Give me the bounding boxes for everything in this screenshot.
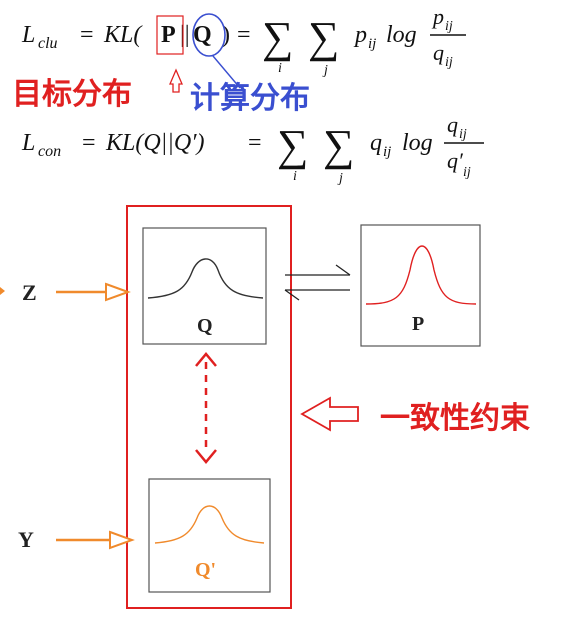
eq1-sum-i-index: i xyxy=(278,61,282,76)
eq1-kl: KL( xyxy=(103,22,143,48)
q-p-exchange-arrows xyxy=(284,264,351,301)
p-distribution-curve xyxy=(365,245,477,305)
eq1-sum-j-index: j xyxy=(322,63,328,78)
eq2-term-var: q xyxy=(370,130,382,156)
eq2-frac-den-var: q′ xyxy=(447,148,464,173)
q-prime-box-frame xyxy=(148,478,271,593)
eq1-bars: || xyxy=(180,22,190,48)
dashed-arrow-up-head xyxy=(195,352,217,367)
eq2-sum-i: ∑ xyxy=(277,121,308,170)
q-box: Q xyxy=(142,227,267,345)
eq1-p: P xyxy=(161,22,176,48)
eq1-sum-j: ∑ xyxy=(308,13,339,62)
consistency-constraint-annotation: 一致性约束 xyxy=(300,396,530,436)
computed-distribution-label: 计算分布 xyxy=(190,81,310,116)
eq1-equals: = xyxy=(237,22,251,48)
eq2-kl: KL(Q||Q′) xyxy=(105,130,204,156)
hollow-left-arrow-icon xyxy=(300,396,359,432)
y-arrow-head-icon xyxy=(109,530,135,550)
q-box-frame xyxy=(142,227,267,345)
eq1-term-var: p xyxy=(353,22,367,48)
y-input: Y xyxy=(18,527,135,552)
eq2-frac-num-var: q xyxy=(447,112,458,137)
eq2-log: log xyxy=(402,130,433,156)
y-label: Y xyxy=(18,527,34,552)
eq2-equals: = xyxy=(248,130,262,156)
eq1-frac-num-var: p xyxy=(431,4,444,29)
q-highlight-ellipse xyxy=(192,13,226,57)
eq1-log: log xyxy=(386,22,417,48)
p-highlight-box xyxy=(156,15,184,55)
equation-con: L con = KL(Q||Q′) = ∑ i ∑ j q ij log q i… xyxy=(21,112,484,186)
up-arrow-icon xyxy=(169,68,183,93)
p-box-label: P xyxy=(412,313,424,335)
q-prime-box-label: Q' xyxy=(195,559,216,581)
eq2-lhs-main: L xyxy=(21,130,35,156)
eq1-term-sub: ij xyxy=(368,36,376,52)
eq2-sum-j: ∑ xyxy=(323,121,354,170)
computed-distribution-annotation: 计算分布 xyxy=(190,55,310,116)
eq2-frac-den-sub: ij xyxy=(463,165,471,180)
pointer-line xyxy=(212,55,241,89)
equation-clu: L clu = KL( P || Q ) = ∑ i ∑ j p ij log … xyxy=(21,4,466,78)
eq1-frac-den-sub: ij xyxy=(445,55,453,70)
q-distribution-curve xyxy=(147,258,264,299)
left-edge-arrow-icon xyxy=(0,287,5,295)
z-label: Z xyxy=(22,280,37,305)
eq2-lhs-sub: con xyxy=(38,143,61,160)
q-prime-distribution-curve xyxy=(154,505,265,544)
target-distribution-label: 目标分布 xyxy=(12,77,132,112)
consistency-constraint-label: 一致性约束 xyxy=(380,401,530,436)
eq1-close: ) xyxy=(222,22,230,48)
q-box-label: Q xyxy=(197,315,213,337)
eq1-lhs-sub: clu xyxy=(38,35,58,52)
top-half-arrow-barb xyxy=(335,264,351,276)
z-arrow-head-icon xyxy=(105,282,131,302)
eq2-equals-left: = xyxy=(82,130,96,156)
eq2-term-sub: ij xyxy=(383,144,391,160)
bottom-half-arrow-barb xyxy=(284,289,300,301)
eq1-frac-den-var: q xyxy=(433,40,444,65)
q-prime-box: Q' xyxy=(148,478,271,593)
eq1-q: Q xyxy=(193,22,212,48)
q-qprime-dashed-arrow xyxy=(195,352,217,464)
eq1-equals-left: = xyxy=(80,22,94,48)
p-box: P xyxy=(360,224,481,347)
eq2-sum-i-index: i xyxy=(293,169,297,184)
eq1-sum-i: ∑ xyxy=(262,13,293,62)
target-distribution-annotation: 目标分布 xyxy=(12,68,183,112)
eq2-sum-j-index: j xyxy=(337,171,343,186)
dashed-arrow-down-head xyxy=(195,449,217,464)
z-input: Z xyxy=(0,280,131,305)
eq1-lhs-main: L xyxy=(21,22,35,48)
red-container xyxy=(126,205,292,609)
eq2-frac-num-sub: ij xyxy=(459,127,467,142)
p-box-frame xyxy=(360,224,481,347)
eq1-frac-num-sub: ij xyxy=(445,19,453,34)
